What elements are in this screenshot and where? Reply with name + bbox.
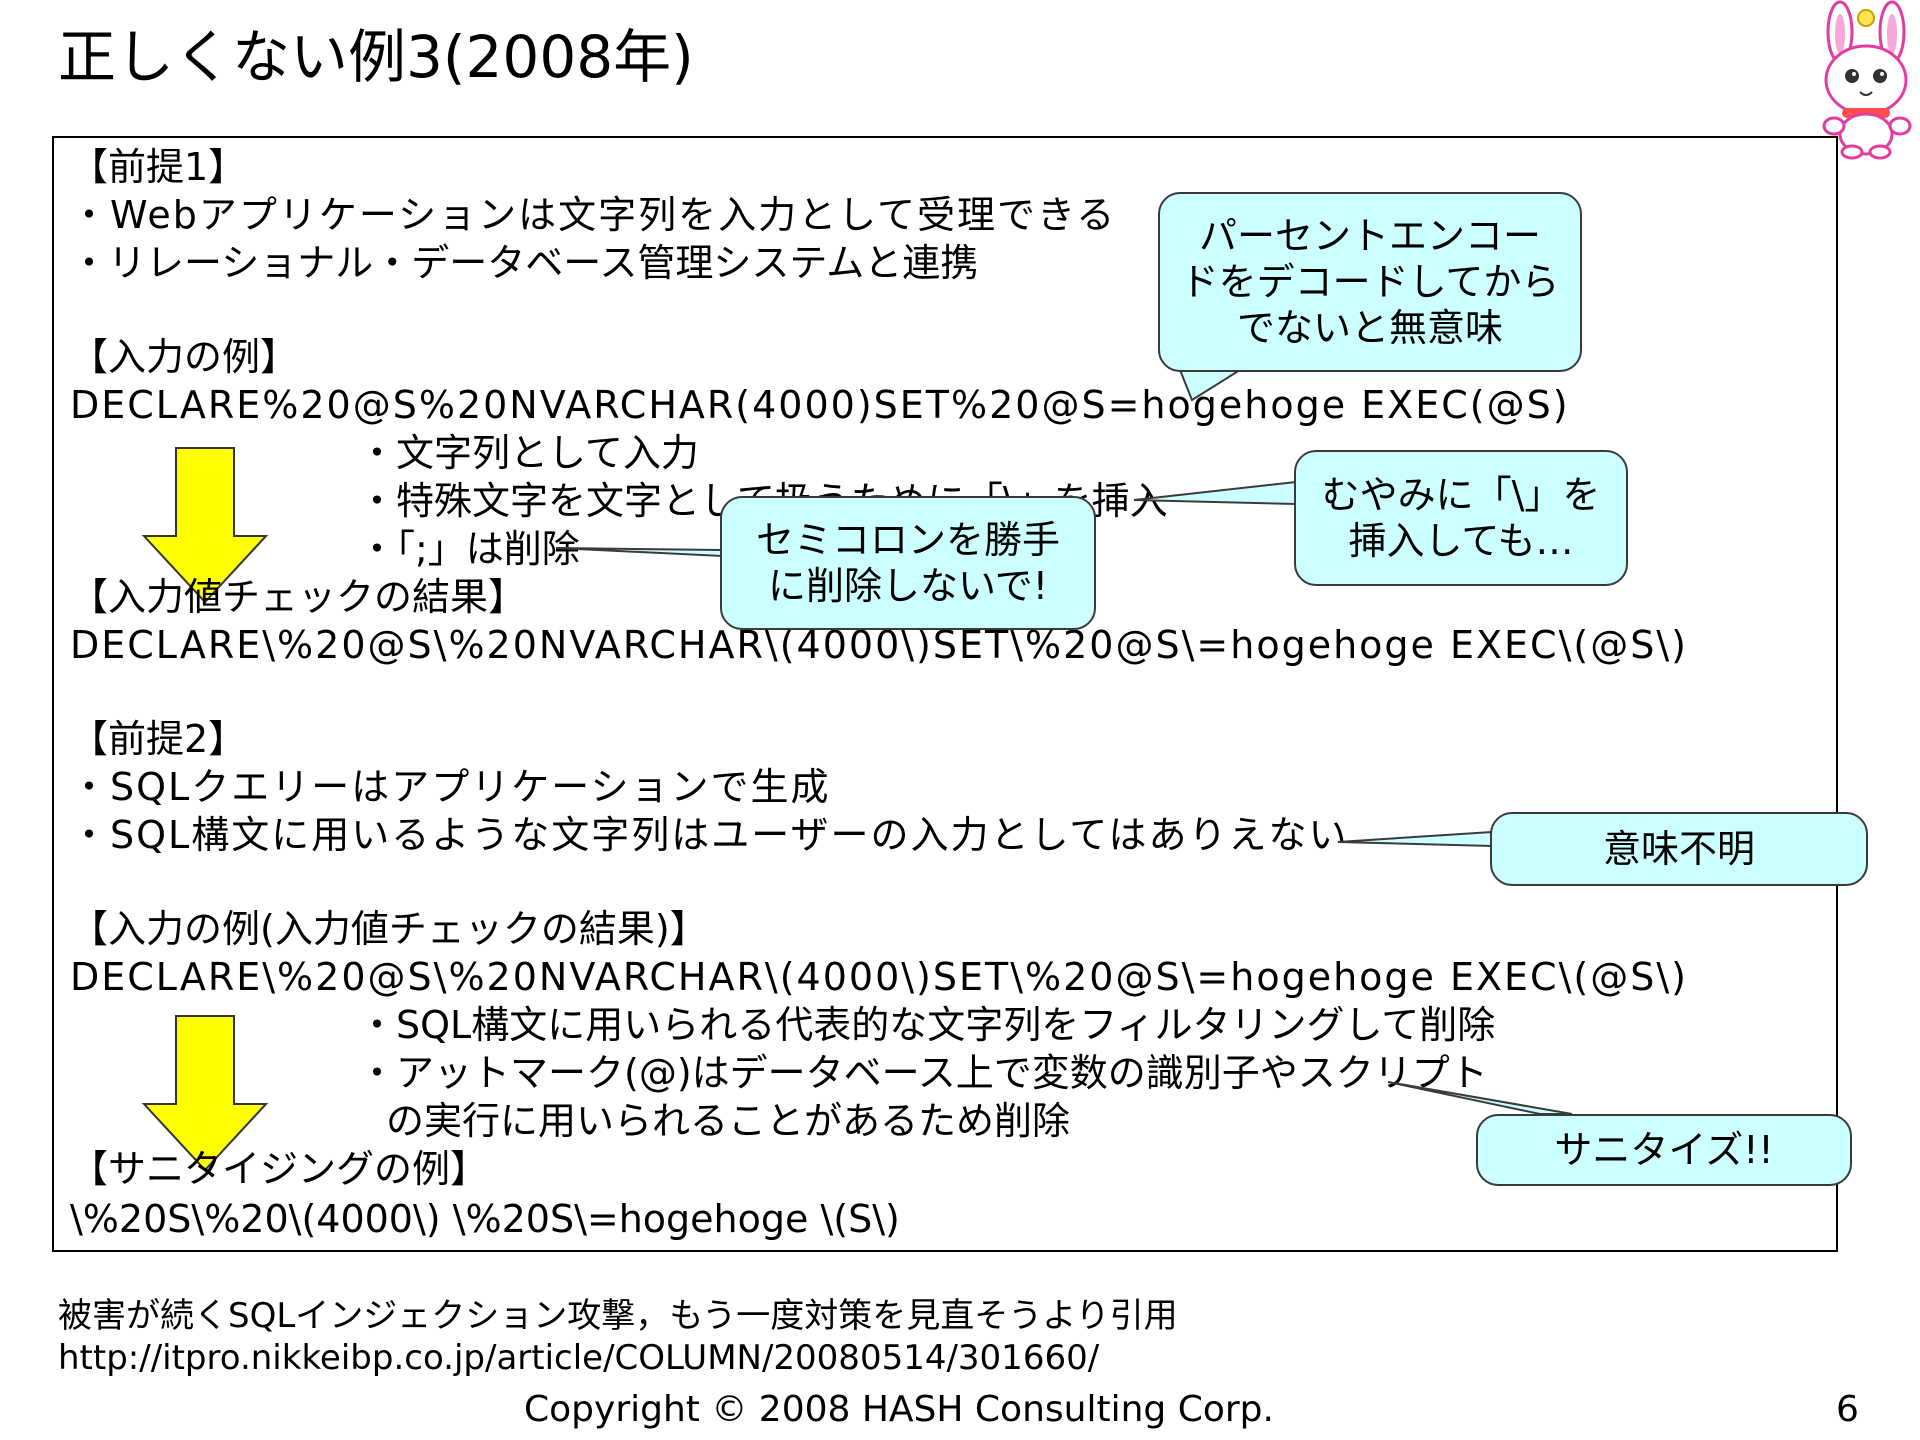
step2-item2: ・アットマーク(@)はデータベース上で変数の識別子やスクリプト (358, 1051, 1488, 1095)
sanitize-example: \%20S\%20\(4000\) \%20S\=hogehoge \(S\) (70, 1197, 900, 1241)
input-example2: DECLARE\%20@S\%20NVARCHAR\(4000\)SET\%20… (70, 955, 1688, 999)
callout-meaningless: 意味不明 (1490, 812, 1868, 886)
source-citation: 被害が続くSQLインジェクション攻撃，もう一度対策を見直そうより引用 (58, 1296, 1178, 1336)
premise2-heading: 【前提2】 (70, 717, 247, 761)
input-example-heading: 【入力の例】 (70, 335, 299, 379)
copyright: Copyright © 2008 HASH Consulting Corp. (524, 1389, 1274, 1430)
sanitize-heading: 【サニタイジングの例】 (70, 1147, 489, 1191)
slide-title: 正しくない例3(2008年) (58, 23, 694, 91)
callout-percent-encode: パーセントエンコー ドをデコードしてから でないと無意味 (1158, 192, 1582, 372)
step2-item3: の実行に用いられることがあるため削除 (386, 1099, 1071, 1143)
callout-semicolon: セミコロンを勝手 に削除しないで! (720, 496, 1096, 630)
check-result: DECLARE\%20@S\%20NVARCHAR\(4000\)SET\%20… (70, 623, 1688, 667)
callout-sanitize: サニタイズ!! (1476, 1114, 1852, 1186)
premise2-item2: ・SQL構文に用いるような文字列はユーザーの入力としてはありえない (70, 813, 1349, 857)
source-url[interactable]: http://itpro.nikkeibp.co.jp/article/COLU… (58, 1338, 1100, 1378)
content-frame (52, 136, 1838, 1252)
callout-backslash: むやみに「\」を 挿入しても… (1294, 450, 1628, 586)
down-arrow-icon (141, 1015, 269, 1172)
premise1-item1: ・Webアプリケーションは文字列を入力として受理できる (70, 193, 1117, 237)
step2-item1: ・SQL構文に用いられる代表的な文字列をフィルタリングして削除 (358, 1003, 1496, 1047)
bunny-mascot-icon (1822, 0, 1912, 160)
down-arrow-icon (141, 447, 269, 604)
check-result-heading: 【入力値チェックの結果】 (70, 575, 527, 619)
step1-item3: ・「;」は削除 (358, 527, 580, 571)
page-number: 6 (1836, 1389, 1859, 1430)
step1-item1: ・文字列として入力 (358, 431, 699, 475)
input-example2-heading: 【入力の例(入力値チェックの結果)】 (70, 907, 708, 951)
premise1-item2: ・リレーショナル・データベース管理システムと連携 (70, 241, 979, 285)
input-example: DECLARE%20@S%20NVARCHAR(4000)SET%20@S=ho… (70, 383, 1570, 427)
premise1-heading: 【前提1】 (70, 145, 247, 189)
premise2-item1: ・SQLクエリーはアプリケーションで生成 (70, 765, 831, 809)
